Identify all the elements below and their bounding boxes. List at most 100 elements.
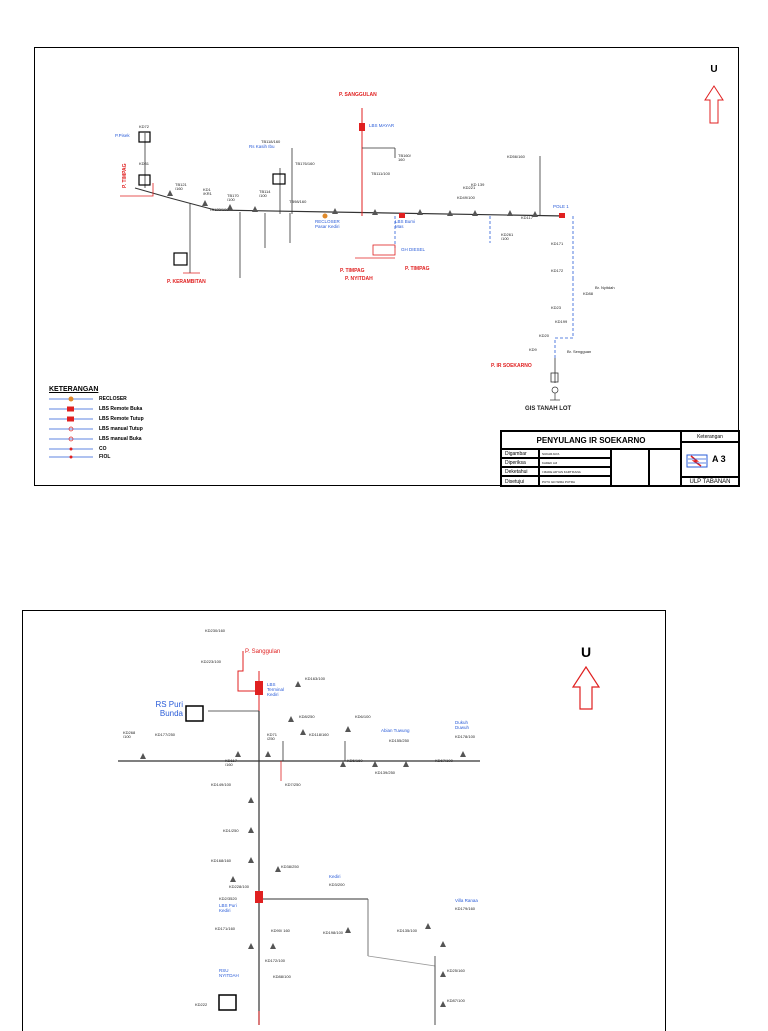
- single-line-diagram-1: U: [49, 64, 724, 459]
- label-kd5: KD5/160: [347, 758, 363, 763]
- label-kd230: KD230/160: [205, 628, 226, 633]
- gardu-tb121: TB121 /160: [175, 182, 187, 192]
- diagram-sheet-2: U P. Sanggulan RS Puri Bunda LBS Termina…: [22, 610, 666, 1031]
- title-block-row-3-label: Deketahui: [501, 467, 539, 476]
- label-lbs-mayar: LBS MAYAR: [369, 123, 395, 128]
- label-kd7: KD7/250: [285, 782, 301, 787]
- title-block-logo-cell: A 3: [681, 442, 739, 477]
- gardu-kd72: KD72: [139, 124, 150, 129]
- title-block-row-1-value: SUKARJAYA: [539, 449, 611, 458]
- label-lbs-puri-kediri: LBS Puri Kediri: [219, 903, 237, 913]
- single-line-diagram-2: U: [118, 644, 601, 1025]
- gardu-tb176: TB176/160: [295, 161, 315, 166]
- label-kd171-s2: KD171/160: [215, 926, 236, 931]
- label-kd71: KD71 /250: [267, 732, 278, 742]
- label-p-sanggulan-2: P. Sanggulan: [245, 649, 281, 655]
- label-lbs-terminal: LBS Terminal Kediri: [267, 682, 285, 697]
- gardu-kd23: KD23: [551, 305, 562, 310]
- label-kd2: KD2/3520: [219, 896, 237, 901]
- label-kd179: KD179/160: [455, 906, 476, 911]
- label-gh-diesel: GH DIESEL: [401, 247, 426, 252]
- title-block-keterangan: Keterangan: [681, 431, 739, 442]
- legend-item-lbs-remote-tutup: LBS Remote Tutup: [99, 416, 144, 422]
- gardu-kd9: KD9: [529, 347, 537, 352]
- label-p-sanggulan-1: P. SANGGULAN: [339, 92, 377, 98]
- label-p-timpag-2: P. TIMPAG: [405, 266, 430, 272]
- pln-logo-icon: [686, 454, 708, 468]
- label-kediri: Kediri: [329, 874, 341, 879]
- legend-item-lbs-manual-buka: LBS manual Buka: [99, 436, 142, 442]
- label-p-timpag-1: P. TIMPAG: [340, 268, 365, 274]
- legend-recloser-symbol: [68, 396, 74, 402]
- label-kd25: KD25/160: [447, 968, 465, 973]
- gardu-kd221: KD221: [463, 185, 476, 190]
- gardu-tb114: TB114 /100: [259, 189, 271, 199]
- gardu-tb118: TB118/160: [261, 139, 281, 144]
- label-br-sengguan: Br. Sengguan: [567, 349, 592, 354]
- label-p-pisek: P.Pisek: [115, 133, 130, 138]
- label-kd1-s2: KD1/250: [223, 828, 239, 833]
- title-block: PENYULANG IR SOEKARNO Keterangan Digamba…: [500, 430, 740, 487]
- title-block-row-2-value: KADEK AJI: [539, 458, 611, 467]
- gardu-tb160: TB160/ 160: [398, 153, 411, 163]
- label-kd149: KD149/100: [211, 782, 232, 787]
- label-rsu-nyitdah: RSU NYITDAH: [219, 968, 239, 978]
- label-kd135: KD135/100: [397, 928, 418, 933]
- label-kd87: KD87/100: [447, 998, 465, 1003]
- label-dukuh-duwuh: Dukuh Duwuh: [455, 720, 470, 730]
- gardu-kd1: KD1 /KR1: [203, 187, 212, 197]
- gardu-kd117: KD117: [521, 215, 533, 220]
- label-kd38: KD38/250: [281, 864, 299, 869]
- title-block-row-1-label: Digambar: [501, 449, 539, 458]
- legend-item-fiol: FIOL: [99, 454, 111, 460]
- title-block-sheet-size: A 3: [712, 454, 726, 464]
- label-kd8: KD8/250: [299, 714, 315, 719]
- label-kd168: KD168/160: [211, 858, 232, 863]
- legend-title: KETERANGAN: [49, 386, 99, 393]
- label-kd3-200: KD3/200: [329, 882, 345, 887]
- label-kd155: KD155/250: [389, 738, 410, 743]
- legend-item-co: CO: [99, 446, 107, 452]
- title-block-row-3-value: I MADE ADYAS KARTIKANA: [539, 467, 611, 476]
- label-kd177: KD177/250: [155, 732, 176, 737]
- gardu-tb98: TB98/160: [289, 199, 307, 204]
- label-br-nyitdah: Br. Nyitdah: [595, 285, 615, 290]
- gardu-kd171: KD171: [551, 241, 564, 246]
- label-kd223: KD223/100: [201, 659, 222, 664]
- title-block-unit: ULP TABANAN: [681, 477, 739, 486]
- label-kd139-s2: KD139/250: [375, 770, 396, 775]
- gardu-tb170: TB170 /100: [227, 193, 239, 203]
- label-rs-puri-bunda: RS Puri Bunda: [155, 700, 183, 718]
- diagram-sheet-1: U P. SANGGULAN LBS MAYAR P.Pisek P. TIMP…: [34, 47, 740, 487]
- label-kd163: KD163/100: [305, 676, 326, 681]
- title-block-blank-1: [611, 449, 649, 486]
- title-block-row-4-label: Disetujui: [501, 476, 539, 486]
- label-kd228: KD228/100: [229, 884, 250, 889]
- label-p-timpag-vertical: P. TIMPAG: [122, 163, 128, 188]
- gardu-kd20: KD20: [539, 333, 550, 338]
- label-recloser-pasar: RECLOSER Pasar Kediri: [315, 219, 340, 229]
- gardu-kd49: KD49/100: [457, 195, 475, 200]
- label-kd198: KD198/100: [323, 930, 344, 935]
- gardu-kd31: KD31: [139, 161, 150, 166]
- label-p-kerambitan: P. KERAMBITAN: [167, 279, 206, 285]
- north-label-1: U: [710, 64, 717, 75]
- title-block-row-2-label: Diperiksa: [501, 458, 539, 467]
- label-kd88-s2: KD88/100: [273, 974, 291, 979]
- label-kd268: KD268 /100: [123, 730, 136, 740]
- label-lbs-bumi-mas: LBS Bumi Mas: [395, 219, 416, 229]
- label-kd90: KD90/ 160: [271, 928, 290, 933]
- label-kd178: KD178/100: [455, 734, 476, 739]
- label-abian-tuwung: Abian Tuwung: [381, 728, 410, 733]
- label-gis-tanah-lot: GIS TANAH LOT: [525, 406, 572, 412]
- label-kd172-s2: KD172/100: [265, 958, 286, 963]
- gardu-tb123: TB123/100: [209, 207, 229, 212]
- label-pole-1: POLE 1: [553, 204, 569, 209]
- label-kd222: KD222: [195, 1002, 208, 1007]
- title-block-title: PENYULANG IR SOEKARNO: [501, 431, 681, 449]
- gardu-kd88: KD88: [583, 291, 594, 296]
- gardu-kd261: KD261 /100: [501, 232, 514, 242]
- gardu-tb111: TB111/100: [371, 171, 390, 176]
- north-label-2: U: [581, 644, 591, 660]
- label-kd6: KD6/100: [355, 714, 371, 719]
